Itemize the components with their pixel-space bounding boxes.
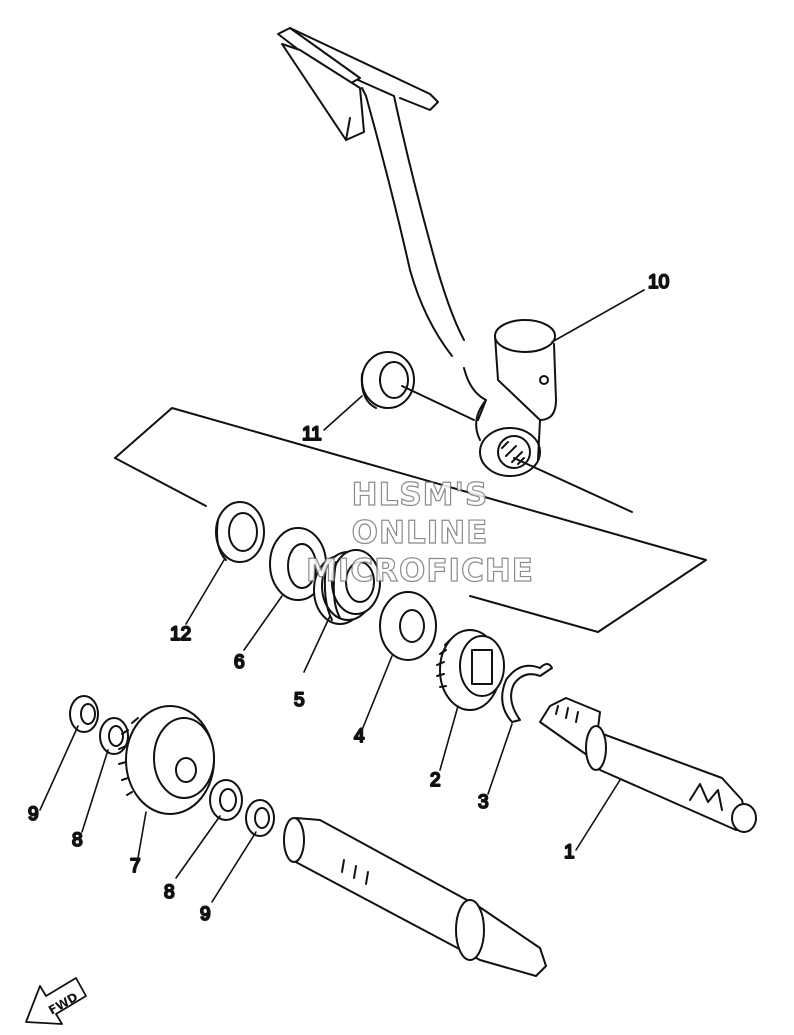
kick-crank-lever [277,27,557,477]
washer-8-right [209,779,243,821]
part-label-7: 7 [130,856,141,877]
circlip-9-left [69,695,99,733]
watermark-line-1: HLSM'S [351,476,489,513]
assembly-outline-left [114,457,207,507]
part-label-9-right: 9 [200,904,211,925]
part-label-5: 5 [294,690,305,711]
watermark-line-2: ONLINE [351,514,489,551]
part-label-12: 12 [170,624,191,645]
axis-line-upper [401,385,475,421]
part-label-6: 6 [234,652,245,673]
kick-axle-1 [539,697,757,833]
ratchet-gear-2 [436,629,505,711]
washer-11 [360,351,415,409]
circlip-3 [501,663,553,723]
part-label-2: 2 [430,770,441,791]
axis-line-crank [513,457,633,513]
circlip-9-right [245,799,275,837]
part-label-9-left: 9 [28,804,39,825]
part-label-1: 1 [564,842,575,863]
part-label-8-left: 8 [72,830,83,851]
idle-gear-7 [118,705,215,815]
part-label-8-right: 8 [164,882,175,903]
watermark: HLSM'S ONLINE MICROFICHE [300,476,540,590]
part-label-10: 10 [648,272,669,293]
part-label-11: 11 [302,424,322,445]
part-label-4: 4 [354,726,365,747]
part-label-3: 3 [478,792,489,813]
oil-seal-12 [215,501,265,563]
assembly-outline-right [469,595,599,633]
main-shaft [283,817,547,977]
torsion-spring-5 [313,549,381,625]
washer-4 [379,591,437,661]
fwd-arrow-icon: FWD [25,977,87,1025]
assembly-outline [114,407,707,633]
washer-8-left [99,717,129,755]
leader-lines [39,289,645,903]
watermark-line-3: MICROFICHE [305,552,534,589]
